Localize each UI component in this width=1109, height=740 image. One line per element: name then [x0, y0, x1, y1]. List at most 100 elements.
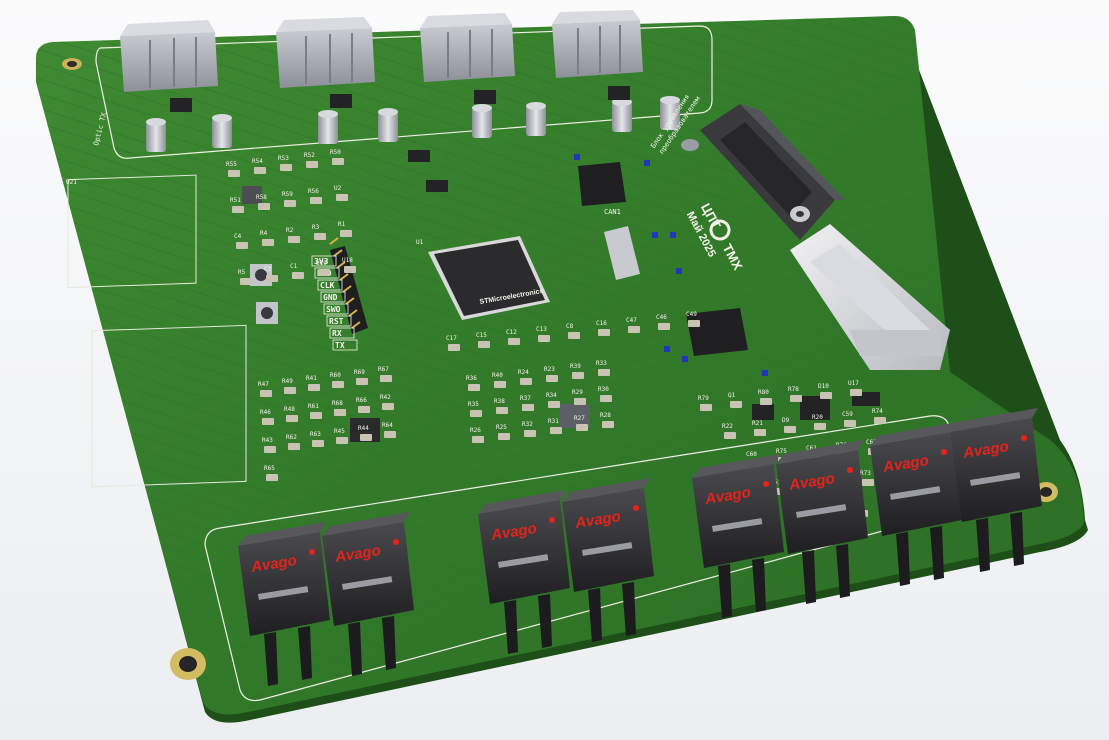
smd-part — [262, 418, 274, 425]
debug-pin-label: RX — [332, 329, 342, 338]
designator-label: R44 — [358, 425, 369, 432]
designator-label: R33 — [596, 360, 607, 367]
designator-label: R22 — [722, 423, 733, 430]
designator-label: R60 — [330, 372, 341, 379]
designator-label: R5 — [238, 269, 246, 276]
blue-leds — [574, 154, 768, 376]
smd-part — [548, 401, 560, 408]
debug-pin-box — [317, 279, 343, 291]
smd-part — [340, 230, 352, 237]
smd-part — [496, 407, 508, 414]
designator-label: R45 — [334, 428, 345, 435]
smd-part — [850, 389, 862, 396]
smd-part — [760, 398, 772, 405]
designator-label: R20 — [812, 414, 823, 421]
smd-part — [332, 381, 344, 388]
smd-part — [334, 409, 346, 416]
smd-part — [598, 329, 610, 336]
designator-label: C60 — [746, 451, 757, 458]
designator-label: R28 — [600, 412, 611, 419]
designator-label: U18 — [342, 257, 353, 264]
brand-dot — [847, 467, 853, 473]
mounting-hole-top-left — [62, 58, 82, 70]
debug-pin-label: SWO — [326, 305, 341, 314]
crystal — [604, 226, 640, 280]
smd-part — [700, 404, 712, 411]
designator-label: C46 — [656, 314, 667, 321]
dsub-connector — [681, 104, 845, 240]
designator-label: C59 — [842, 411, 853, 418]
mcu-label: U1 — [416, 239, 424, 246]
designator-label: C12 — [506, 329, 517, 336]
smd-part — [356, 378, 368, 385]
can-label: CAN1 — [604, 208, 621, 216]
designator-label: D10 — [818, 383, 829, 390]
designator-label: C8 — [566, 323, 574, 330]
smd-part — [306, 161, 318, 168]
smd-part — [524, 430, 536, 437]
smd-part — [382, 403, 394, 410]
designator-label: R23 — [544, 366, 555, 373]
top-connector-2 — [276, 17, 375, 88]
tactile-button-2 — [256, 302, 278, 324]
designator-label: R4 — [260, 230, 268, 237]
small-ics-top — [170, 86, 630, 204]
designator-label: U17 — [848, 380, 859, 387]
smd-part — [844, 420, 856, 427]
designator-label: C4 — [234, 233, 242, 240]
smd-part — [576, 424, 588, 431]
designator-label: R30 — [598, 386, 609, 393]
designator-label: R62 — [286, 434, 297, 441]
smd-part — [318, 269, 330, 276]
debug-pin-box — [323, 303, 349, 315]
designator-label: C2 — [264, 266, 272, 273]
smd-part — [568, 332, 580, 339]
smd-part — [344, 266, 356, 273]
smd-part — [478, 341, 490, 348]
top-connector-3 — [420, 13, 515, 82]
top-connector-1 — [120, 20, 218, 92]
designator-label: R38 — [494, 398, 505, 405]
smd-part — [494, 381, 506, 388]
smd-part — [314, 233, 326, 240]
designator-label: R65 — [264, 465, 275, 472]
mounting-hole-bottom-left — [170, 648, 206, 680]
u21-outline — [67, 174, 197, 289]
designator-label: R51 — [230, 197, 241, 204]
designator-label: C13 — [536, 326, 547, 333]
can-ic — [578, 162, 626, 206]
smd-part — [790, 395, 802, 402]
avago-optic-module: Avago — [950, 408, 1042, 572]
brand-dot — [763, 481, 769, 487]
smd-part — [628, 326, 640, 333]
designator-label: R43 — [262, 437, 273, 444]
smd-part — [468, 384, 480, 391]
smd-part — [266, 275, 278, 282]
smd-part — [358, 406, 370, 413]
smd-part — [284, 200, 296, 207]
avago-optic-module: Avago — [692, 454, 784, 618]
transistor-q1 — [752, 404, 774, 420]
smd-part — [286, 415, 298, 422]
designator-label: R75 — [776, 448, 787, 455]
designator-label: U19 — [316, 260, 327, 267]
avago-optic-module: Avago — [870, 422, 962, 586]
designator-label: R26 — [470, 427, 481, 434]
designator-label: R79 — [698, 395, 709, 402]
designator-label: R40 — [492, 372, 503, 379]
smd-part — [508, 338, 520, 345]
designator-label: R2 — [286, 227, 294, 234]
smd-part — [280, 164, 292, 171]
smd-part — [310, 197, 322, 204]
smd-part — [522, 404, 534, 411]
designator-label: R39 — [570, 363, 581, 370]
designator-label: R34 — [546, 392, 557, 399]
smd-part — [360, 434, 372, 441]
smd-part — [312, 440, 324, 447]
designator-label: R24 — [518, 369, 529, 376]
smd-part — [470, 410, 482, 417]
debug-pin-label: TX — [335, 341, 345, 350]
white-connector — [790, 224, 950, 370]
